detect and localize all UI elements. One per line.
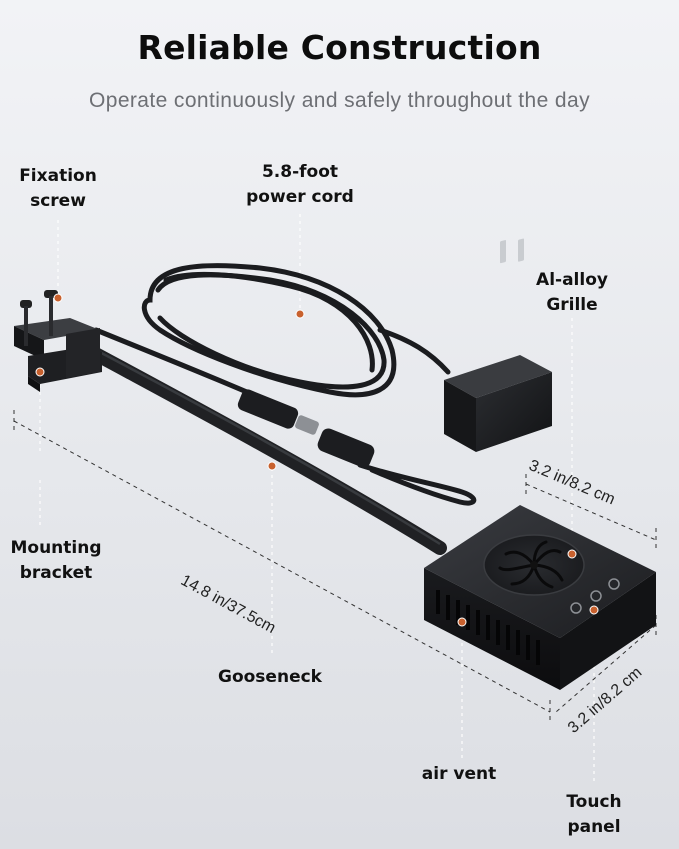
- touch-panel: [570, 578, 620, 614]
- page-title: Reliable Construction: [137, 28, 542, 67]
- label-mounting-bracket: Mounting bracket: [0, 536, 112, 586]
- marker-power-cord: [295, 309, 305, 319]
- label-mounting-bracket-text: Mounting bracket: [10, 538, 102, 583]
- dc-connector: [237, 389, 375, 468]
- power-adapter: [444, 238, 552, 452]
- label-gooseneck: Gooseneck: [200, 665, 340, 690]
- label-gooseneck-text: Gooseneck: [218, 667, 322, 687]
- page-subtitle: Operate continuously and safely througho…: [89, 89, 590, 112]
- marker-touch-panel: [589, 605, 599, 615]
- label-power-cord: 5.8-foot power cord: [230, 160, 370, 210]
- label-air-vent-text: air vent: [421, 764, 497, 784]
- gooseneck: [85, 345, 447, 555]
- label-power-cord-text: 5.8-foot power cord: [246, 162, 354, 207]
- fan-unit: [424, 505, 656, 690]
- callout-markers: [35, 293, 599, 627]
- air-vent: [436, 590, 540, 665]
- leader-lines: [39, 214, 595, 785]
- marker-grille: [567, 549, 577, 559]
- label-grille-text: Al-alloy Grille: [536, 270, 608, 315]
- label-air-vent: air vent: [400, 762, 518, 787]
- label-touch-panel-text: Touch panel: [566, 792, 622, 837]
- power-cord: [93, 263, 477, 506]
- marker-fixation-screw: [53, 293, 63, 303]
- mounting-bracket: [14, 318, 102, 392]
- label-fixation-screw-text: Fixation screw: [19, 166, 97, 211]
- marker-gooseneck: [267, 461, 277, 471]
- label-grille: Al-alloy Grille: [512, 268, 632, 318]
- label-fixation-screw: Fixation screw: [6, 164, 110, 214]
- marker-air-vent: [457, 617, 467, 627]
- grille: [483, 534, 585, 596]
- label-touch-panel: Touch panel: [548, 790, 640, 840]
- marker-mounting-bracket: [35, 367, 45, 377]
